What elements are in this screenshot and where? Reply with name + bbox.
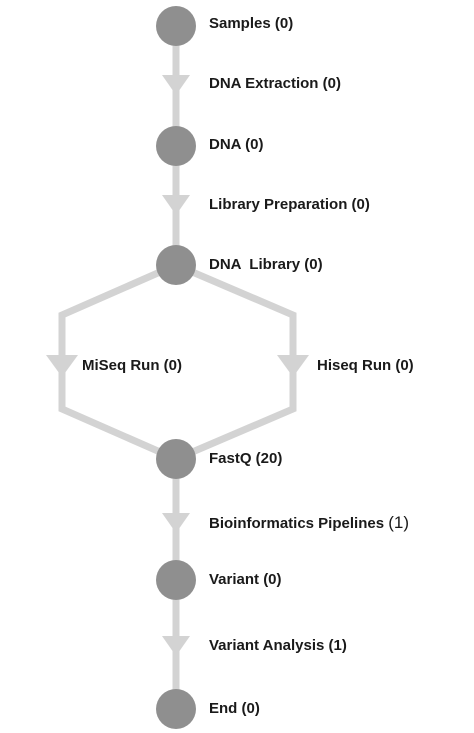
- node-dna-label[interactable]: DNA (0): [209, 136, 264, 153]
- step-arrows: [46, 75, 309, 656]
- step-bioinformatics-pipelines-label[interactable]: Bioinformatics Pipelines (1): [209, 514, 409, 533]
- node-samples[interactable]: [156, 6, 196, 46]
- step-miseq-run-label[interactable]: MiSeq Run (0): [82, 357, 182, 374]
- step-hiseq-run-label[interactable]: Hiseq Run (0): [317, 357, 414, 374]
- connector-right-branch: [174, 261, 297, 463]
- node-fastq[interactable]: [156, 439, 196, 479]
- step-variant-analysis-label[interactable]: Variant Analysis (1): [209, 637, 347, 654]
- arrow-bioinformatics-pipelines-icon[interactable]: [162, 513, 190, 533]
- node-dna[interactable]: [156, 126, 196, 166]
- arrow-miseq-run-icon[interactable]: [46, 355, 78, 377]
- node-end[interactable]: [156, 689, 196, 729]
- nodes: [156, 6, 196, 729]
- arrow-hiseq-run-icon[interactable]: [277, 355, 309, 377]
- step-library-preparation-label[interactable]: Library Preparation (0): [209, 196, 370, 213]
- node-end-label[interactable]: End (0): [209, 700, 260, 717]
- node-samples-label[interactable]: Samples (0): [209, 15, 294, 32]
- node-dna-library-label[interactable]: DNA Library (0): [209, 256, 323, 273]
- step-dna-extraction-label[interactable]: DNA Extraction (0): [209, 75, 341, 92]
- arrow-variant-analysis-icon[interactable]: [162, 636, 190, 656]
- node-variant-label[interactable]: Variant (0): [209, 571, 282, 588]
- bioinformatics-pipelines-text: Bioinformatics Pipelines: [209, 515, 385, 532]
- arrow-dna-extraction-icon[interactable]: [162, 75, 190, 95]
- node-dna-library[interactable]: [156, 245, 196, 285]
- bioinformatics-pipelines-count: (1): [388, 513, 409, 532]
- node-fastq-label[interactable]: FastQ (20): [209, 450, 283, 467]
- node-variant[interactable]: [156, 560, 196, 600]
- arrow-library-preparation-icon[interactable]: [162, 195, 190, 215]
